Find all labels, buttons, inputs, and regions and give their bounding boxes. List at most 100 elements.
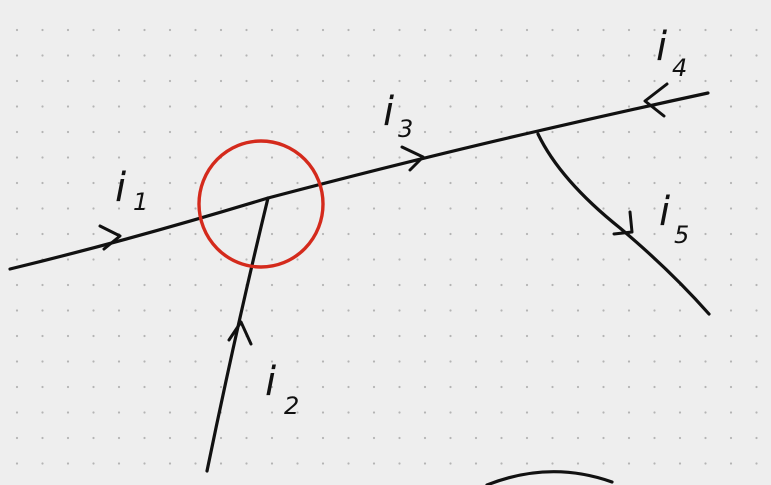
grid-dot <box>678 156 682 159</box>
grid-dot <box>704 130 707 134</box>
grid-dot <box>704 79 707 83</box>
grid-dot <box>92 385 95 389</box>
grid-dot <box>576 105 580 108</box>
grid-dot <box>449 207 452 210</box>
grid-dot <box>347 360 350 363</box>
grid-dot <box>296 309 299 312</box>
grid-dot <box>92 105 95 108</box>
grid-dot <box>321 360 325 363</box>
grid-dot <box>755 334 758 338</box>
grid-dot <box>321 309 325 312</box>
grid-dot <box>66 258 70 261</box>
grid-dot <box>449 181 452 185</box>
grid-dot <box>398 436 401 440</box>
grid-dot <box>423 309 427 312</box>
grid-dot <box>143 436 146 440</box>
grid-dot <box>474 283 478 287</box>
grid-dot <box>602 258 605 261</box>
grid-dot <box>296 207 299 210</box>
grid-dot <box>117 334 121 338</box>
grid-dot <box>602 436 605 440</box>
grid-dot <box>194 79 197 83</box>
grid-dot <box>372 207 376 210</box>
arrow-i5-icon <box>612 210 634 236</box>
grid-dot <box>653 207 656 210</box>
grid-dot <box>347 79 350 83</box>
grid-dot <box>296 181 299 185</box>
arrow-i1-icon <box>98 224 122 251</box>
grid-dot <box>423 462 427 465</box>
grid-dot <box>296 258 299 261</box>
label-i4-index: 4 <box>672 54 687 82</box>
grid-dot <box>729 232 733 236</box>
grid-dot <box>270 156 274 159</box>
grid-dot <box>168 283 172 287</box>
grid-dot <box>525 411 529 414</box>
grid-dot <box>525 309 529 312</box>
grid-dot <box>398 156 401 159</box>
grid-dot <box>321 385 325 389</box>
grid-dot <box>296 130 299 134</box>
grid-dot <box>729 207 733 210</box>
node-highlight-circle <box>197 139 325 269</box>
grid-dot <box>551 207 554 210</box>
grid-dot <box>551 436 554 440</box>
grid-dot <box>500 334 503 338</box>
grid-dot <box>551 54 554 57</box>
grid-dot <box>576 28 580 32</box>
grid-dot <box>219 360 223 363</box>
grid-dot <box>15 28 19 32</box>
grid-dot <box>423 334 427 338</box>
grid-dot <box>449 232 452 236</box>
grid-dot <box>194 181 197 185</box>
grid-dot <box>525 28 529 32</box>
grid-dot <box>41 411 44 414</box>
label-i3: i 3 <box>383 89 413 143</box>
grid-dot <box>704 385 707 389</box>
grid-dot <box>194 334 197 338</box>
grid-dot <box>500 207 503 210</box>
grid-dot <box>500 385 503 389</box>
grid-dot <box>296 334 299 338</box>
grid-dot <box>500 462 503 465</box>
grid-dot <box>729 156 733 159</box>
grid-dot <box>117 130 121 134</box>
grid-dot <box>474 232 478 236</box>
grid-dot <box>372 181 376 185</box>
grid-dot <box>92 334 95 338</box>
grid-dot <box>525 462 529 465</box>
grid-dot <box>92 436 95 440</box>
grid-dot <box>194 283 197 287</box>
grid-dot <box>678 309 682 312</box>
grid-dot <box>219 334 223 338</box>
grid-dot <box>219 130 223 134</box>
grid-dot <box>627 385 631 389</box>
grid-dot <box>347 156 350 159</box>
grid-dot <box>321 79 325 83</box>
grid-dot <box>602 54 605 57</box>
grid-dot <box>602 28 605 32</box>
grid-dot <box>15 79 19 83</box>
grid-dot <box>321 232 325 236</box>
label-i3-symbol: i <box>383 89 394 135</box>
grid-dot <box>245 156 248 159</box>
grid-dot <box>449 28 452 32</box>
label-i5: i 5 <box>659 189 689 249</box>
grid-dot <box>398 207 401 210</box>
grid-dot <box>41 462 44 465</box>
grid-dot <box>755 360 758 363</box>
grid-dot <box>92 207 95 210</box>
grid-dot <box>500 105 503 108</box>
grid-dot <box>500 79 503 83</box>
grid-dot <box>474 436 478 440</box>
grid-dot <box>270 385 274 389</box>
grid-dot <box>704 411 707 414</box>
grid-dot <box>704 258 707 261</box>
grid-dot <box>270 283 274 287</box>
grid-dot <box>398 462 401 465</box>
grid-dot <box>474 207 478 210</box>
grid-dot <box>168 156 172 159</box>
grid-dot <box>117 411 121 414</box>
grid-dot <box>66 181 70 185</box>
grid-dot <box>500 232 503 236</box>
